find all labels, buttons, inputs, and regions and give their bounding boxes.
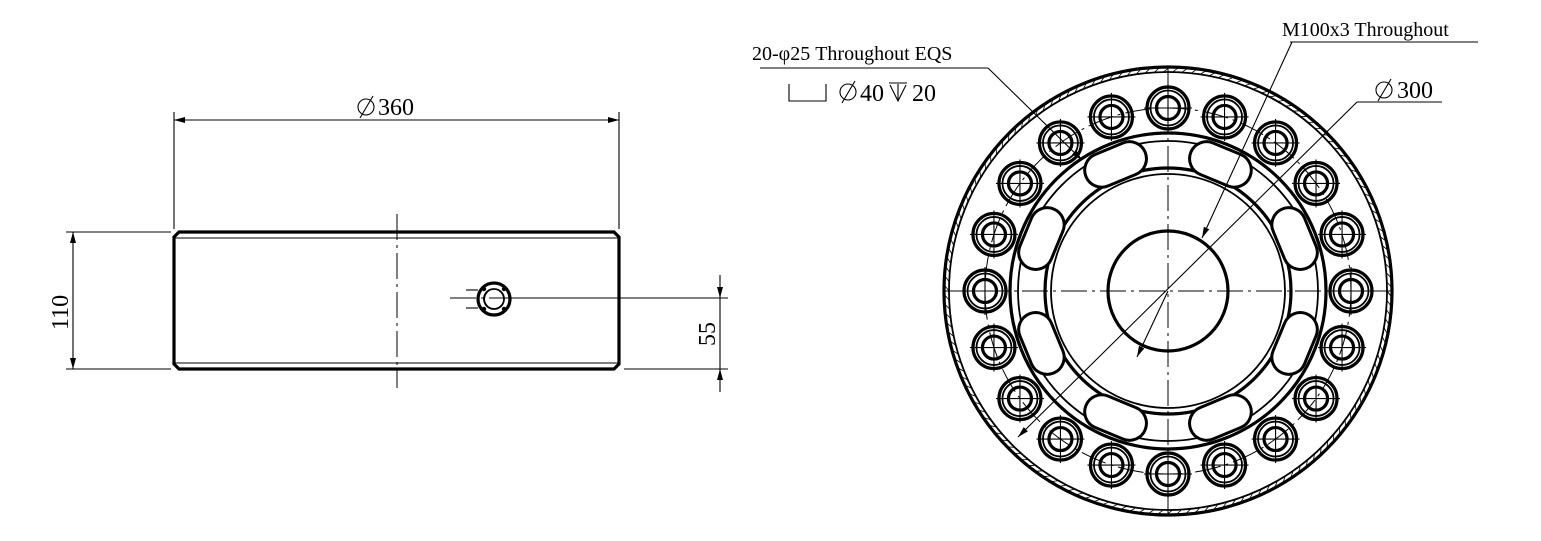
pcd-value: 300 <box>1397 78 1433 104</box>
bolt-hole <box>995 374 1044 423</box>
thread-callout: M100x3 Throughout <box>1282 19 1449 41</box>
connector-port <box>450 281 540 317</box>
slot <box>1270 311 1319 376</box>
bolt-hole-spec: 20-φ25 Throughout EQS <box>752 43 952 65</box>
diameter-symbol-icon <box>839 80 857 104</box>
side-view-body <box>172 230 621 371</box>
bolt-hole-callout: 20-φ25 Throughout EQS 40 20 <box>752 43 1083 161</box>
bolt-hole <box>1292 374 1341 423</box>
slot <box>1017 206 1066 271</box>
pcd-leader: 300 <box>1017 78 1442 438</box>
slot <box>1017 311 1066 376</box>
slot-group <box>1017 140 1319 442</box>
side-view: 360 110 55 <box>48 95 728 392</box>
bolt-hole <box>1200 92 1249 141</box>
bolt-hole <box>1318 323 1367 372</box>
counterbore-diameter: 40 <box>860 81 884 107</box>
slot <box>1188 140 1253 189</box>
slot <box>1083 140 1148 189</box>
bolt-hole <box>1087 441 1136 490</box>
diameter-symbol-icon <box>357 95 375 119</box>
diameter-value: 360 <box>378 95 414 121</box>
diameter-symbol-icon <box>1375 78 1393 102</box>
bolt-hole <box>1292 159 1341 208</box>
top-view: M100x3 Throughout 300 20-φ25 Throughout … <box>752 19 1478 517</box>
slot-ring-inner-band <box>1050 173 1286 409</box>
thread-leader: M100x3 Throughout <box>1136 19 1478 358</box>
counterbore-depth: 20 <box>912 81 936 107</box>
counterbore-icon <box>788 84 827 102</box>
diameter-dimension: 360 <box>173 95 620 229</box>
bolt-hole <box>1036 118 1085 167</box>
height-dimension: 110 <box>48 231 171 370</box>
slot <box>1188 393 1253 442</box>
height-value: 110 <box>48 295 74 330</box>
bolt-hole <box>1318 210 1367 259</box>
slot <box>1083 393 1148 442</box>
bolt-hole <box>1200 441 1249 490</box>
bolt-hole <box>969 210 1018 259</box>
half-height-value: 55 <box>695 322 721 346</box>
bolt-hole <box>1036 415 1085 464</box>
depth-symbol-icon <box>889 82 907 103</box>
bolt-hole <box>995 159 1044 208</box>
bolt-hole-group <box>961 84 1375 498</box>
slot <box>1270 206 1319 271</box>
half-height-dimension: 55 <box>512 275 728 392</box>
